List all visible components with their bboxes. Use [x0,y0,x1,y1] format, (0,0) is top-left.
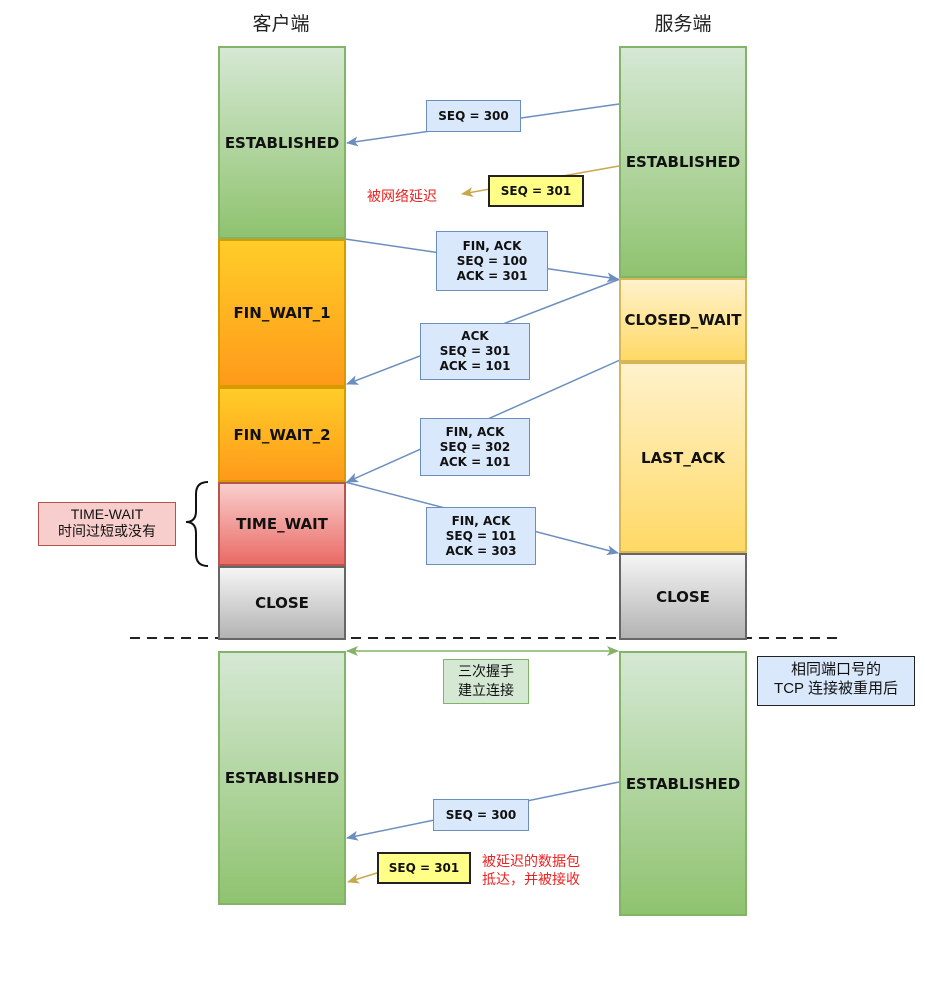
server-state-last-ack: LAST_ACK [619,362,747,553]
server-state-established: ESTABLISHED [619,46,747,278]
delayed-note: 被网络延迟 [367,189,437,205]
server-column-header: 服务端 [654,13,712,35]
message-seq-301-delayed: SEQ = 301 [488,175,584,207]
message-line: SEQ = 301 [500,183,572,198]
note-line: 被延迟的数据包 [482,854,580,870]
message-seq-300-bottom: SEQ = 300 [433,799,529,831]
message-line: SEQ = 100 [456,253,528,268]
message-line: SEQ = 300 [445,807,517,822]
message-seq-301-bottom: SEQ = 301 [377,852,471,884]
message-line: FIN, ACK [462,238,522,253]
note-line: TIME-WAIT [70,506,144,522]
note-line: 建立连接 [458,683,514,699]
note-line: 时间过短或没有 [58,523,156,539]
note-line: 抵达，并被接收 [482,872,580,888]
message-line: FIN, ACK [451,513,511,528]
message-ack-1: ACK SEQ = 301 ACK = 101 [420,323,530,380]
message-line: SEQ = 302 [439,439,511,454]
server-state-close: CLOSE [619,553,747,640]
message-fin-ack-3: FIN, ACK SEQ = 101 ACK = 303 [426,507,536,565]
server-state-established-new: ESTABLISHED [619,651,747,916]
message-line: SEQ = 300 [438,108,509,123]
message-line: ACK = 101 [439,454,511,469]
message-line: SEQ = 301 [439,344,511,358]
client-column-header: 客户端 [252,13,310,35]
message-line: FIN, ACK [445,424,505,439]
message-line: ACK = 101 [439,359,511,373]
note-line: 相同端口号的 [790,661,881,678]
connection-reuse-box: 相同端口号的 TCP 连接被重用后 [757,656,915,706]
delayed-received-note: 被延迟的数据包 抵达，并被接收 [482,853,580,889]
client-state-established-new: ESTABLISHED [218,651,346,905]
server-state-closed-wait: CLOSED_WAIT [619,278,747,362]
handshake-box: 三次握手 建立连接 [443,659,529,704]
message-line: ACK [461,329,489,343]
message-line: SEQ = 101 [445,528,517,543]
time-wait-brace [185,481,209,567]
client-state-fin-wait-2: FIN_WAIT_2 [218,387,346,482]
message-line: ACK = 303 [445,543,517,558]
time-wait-warning-box: TIME-WAIT 时间过短或没有 [38,502,176,546]
client-state-established: ESTABLISHED [218,46,346,239]
client-state-time-wait: TIME_WAIT [218,482,346,566]
note-line: TCP 连接被重用后 [774,680,898,697]
message-fin-ack-1: FIN, ACK SEQ = 100 ACK = 301 [436,231,548,291]
message-line: SEQ = 301 [388,860,460,875]
client-state-close: CLOSE [218,566,346,640]
message-line: ACK = 301 [456,268,528,283]
arrow-seq301-bottom [347,871,381,884]
message-seq-300-top: SEQ = 300 [426,100,521,132]
client-state-fin-wait-1: FIN_WAIT_1 [218,239,346,387]
message-fin-ack-2: FIN, ACK SEQ = 302 ACK = 101 [420,418,530,476]
note-line: 三次握手 [458,664,514,680]
